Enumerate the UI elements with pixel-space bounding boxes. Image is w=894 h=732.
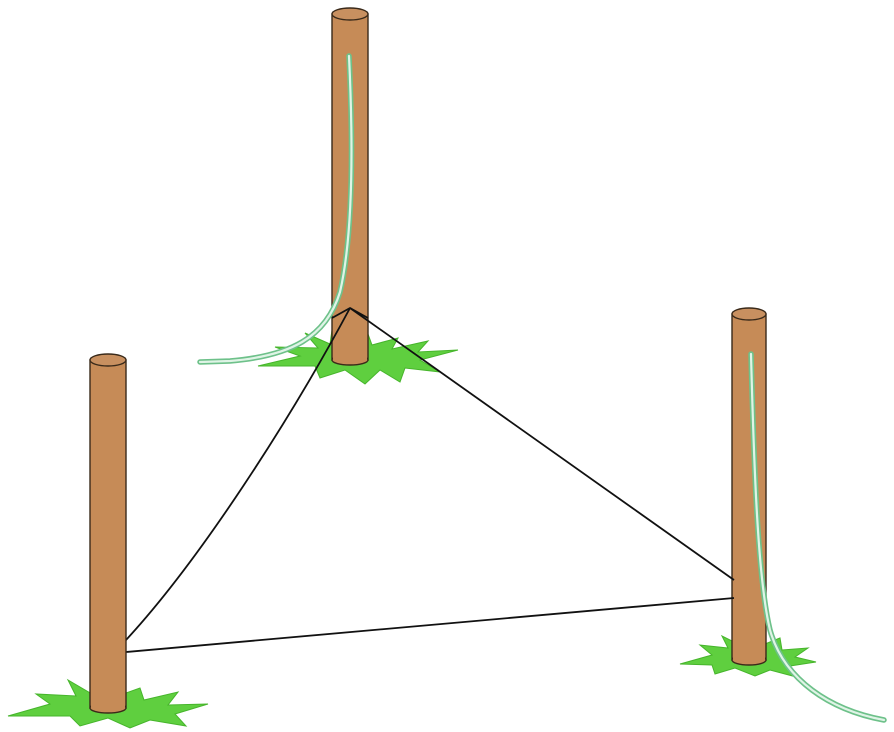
hose-back-inner — [200, 56, 352, 362]
rope-back-to-right — [350, 308, 734, 580]
post-left — [8, 354, 208, 728]
post-back-top — [332, 8, 368, 20]
post-left-body — [90, 360, 126, 708]
post-right — [680, 308, 884, 720]
rope-left-to-right — [126, 598, 734, 652]
post-right-top — [732, 308, 766, 320]
post-left-top — [90, 354, 126, 366]
post-back — [200, 8, 458, 384]
